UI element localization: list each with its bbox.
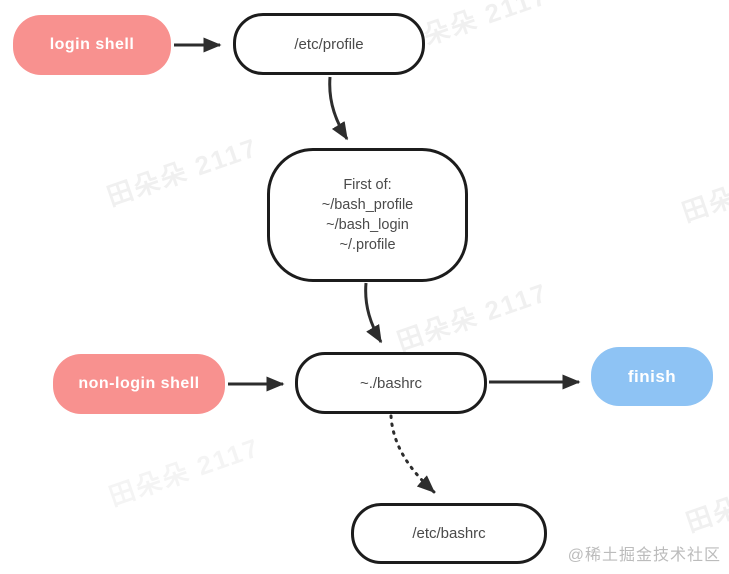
node-bashrc: ~./bashrc: [295, 352, 487, 414]
node-label: /etc/bashrc: [412, 525, 486, 542]
node-label: non-login shell: [78, 375, 200, 392]
edge-firstof-to-bashrc: [364, 282, 383, 344]
node-label-line: ~/bash_profile: [321, 197, 414, 213]
node-label-line: ~/bash_login: [326, 217, 409, 233]
node-label: finish: [627, 366, 677, 386]
node-etc-profile: /etc/profile: [233, 13, 425, 75]
node-label-line: First of:: [343, 177, 392, 193]
node-etc-bashrc: /etc/bashrc: [351, 503, 547, 564]
node-label: /etc/profile: [294, 35, 364, 53]
node-login-shell: login shell: [13, 15, 171, 75]
node-finish: finish: [591, 347, 713, 406]
node-non-login-shell: non-login shell: [53, 354, 225, 414]
edge-profile-to-firstof: [328, 76, 349, 141]
node-label: login shell: [49, 36, 135, 53]
node-label-line: ~/.profile: [339, 237, 396, 253]
credit-watermark: @稀土掘金技术社区: [567, 547, 721, 564]
edge-bashrc-to-etcbashrc: [389, 414, 436, 494]
node-label: ~./bashrc: [359, 374, 423, 392]
node-first-of: First of: ~/bash_profile ~/bash_login ~/…: [267, 148, 468, 282]
